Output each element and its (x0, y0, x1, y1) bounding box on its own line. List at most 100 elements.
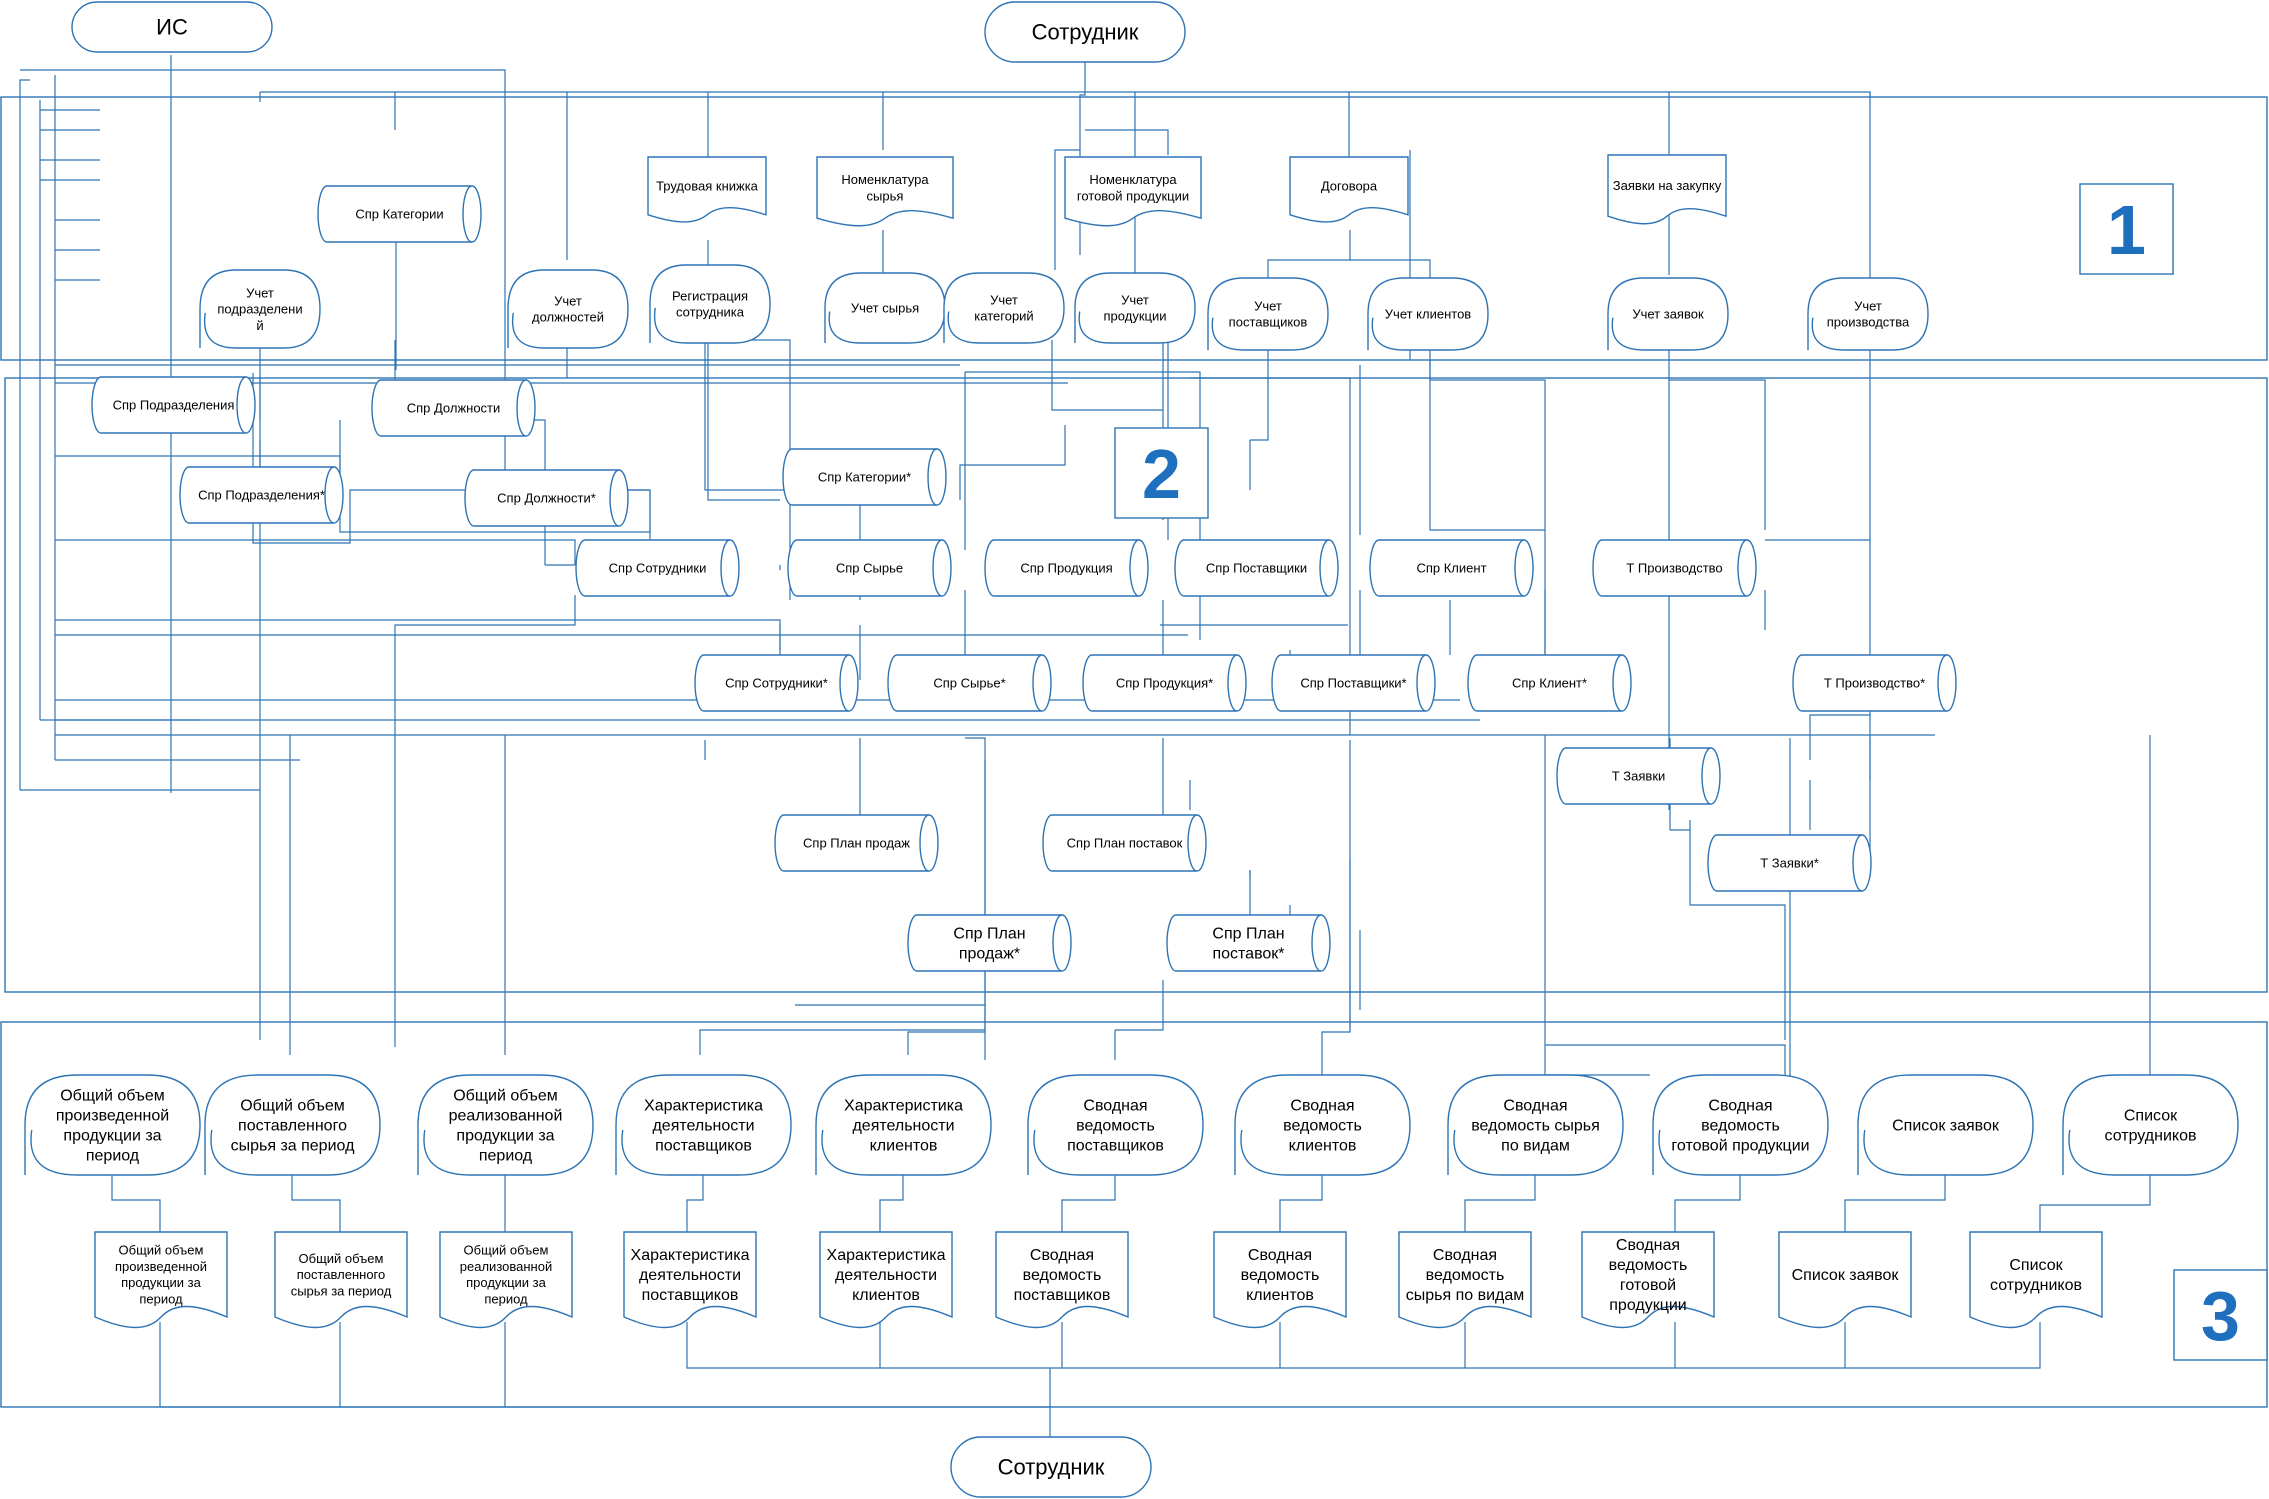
node-s_kat2[interactable]: Спр Категории* (782, 448, 947, 506)
node-d7-label-line: ведомость (1241, 1267, 1320, 1284)
node-t_zay2[interactable]: Т Заявки* (1707, 834, 1872, 892)
node-t_zay-label-line: Т Заявки (1612, 769, 1666, 784)
node-t_zay[interactable]: Т Заявки (1556, 747, 1721, 805)
node-s_post[interactable]: Спр Поставщики (1174, 539, 1339, 597)
connector-line (1669, 379, 1766, 530)
node-p_kat-label-line: категорий (974, 309, 1033, 324)
node-s_dolzh2-label-line: Спр Должности* (497, 491, 596, 506)
node-r11-label-line: сотрудников (2105, 1128, 2197, 1145)
node-s_kl[interactable]: Спр Клиент (1369, 539, 1534, 597)
node-s_plan_post-label-line: Спр План поставок (1067, 836, 1183, 851)
node-doc_dogovor[interactable]: Договора (1289, 156, 1409, 223)
node-s_plan_post-cylinder-edge (1187, 814, 1198, 872)
node-d1-label-line: период (139, 1291, 183, 1306)
node-s_raw2[interactable]: Спр Сырье* (887, 654, 1052, 712)
node-d8-label-line: ведомость (1426, 1267, 1505, 1284)
node-s_plan_pr[interactable]: Спр План продаж (774, 814, 939, 872)
node-t_proizv[interactable]: Т Производство (1592, 539, 1757, 597)
node-is[interactable]: ИС (71, 1, 273, 53)
node-db_kat_top[interactable]: Спр Категории (317, 185, 482, 243)
node-s_dolzh[interactable]: Спр Должности (371, 379, 536, 437)
node-s_sotr2[interactable]: Спр Сотрудники* (694, 654, 859, 712)
connector-line (291, 1172, 341, 1232)
node-r6-shape (1027, 1074, 1204, 1176)
node-d3-label-line: период (484, 1291, 528, 1306)
node-s_podr[interactable]: Спр Подразделения (91, 376, 256, 434)
node-s_podr2[interactable]: Спр Подразделения* (179, 466, 344, 524)
node-s_plan_post[interactable]: Спр План поставок (1042, 814, 1207, 872)
node-s_sotr-cylinder-edge (720, 539, 731, 597)
node-doc_nom_prod-label-line: готовой продукции (1077, 188, 1189, 203)
node-s_podr-cylinder-edge (236, 376, 247, 434)
node-emp_top[interactable]: Сотрудник (984, 1, 1186, 63)
node-r3-label-line: продукции за (456, 1128, 554, 1145)
node-s_kl2[interactable]: Спр Клиент* (1467, 654, 1632, 712)
node-d4-label-line: деятельности (639, 1267, 741, 1284)
node-r9-label-line: ведомость (1701, 1118, 1780, 1135)
node-s_prod2[interactable]: Спр Продукция* (1082, 654, 1247, 712)
node-d10[interactable]: Список заявок (1778, 1231, 1912, 1329)
node-s_raw[interactable]: Спр Сырье (787, 539, 952, 597)
node-t_proizv2[interactable]: Т Производство* (1792, 654, 1957, 712)
node-d11-label-line: Список (2009, 1257, 2063, 1274)
node-p_zay[interactable]: Учет заявок (1607, 277, 1729, 351)
zone-3-label: 3 (2201, 1277, 2240, 1355)
node-r4-label-line: Характеристика (644, 1098, 763, 1115)
node-doc_trud[interactable]: Трудовая книжка (647, 156, 767, 223)
node-d3-label-line: реализованной (460, 1259, 552, 1274)
node-s_post2[interactable]: Спр Поставщики* (1271, 654, 1436, 712)
node-r8-label-line: по видам (1501, 1138, 1570, 1155)
node-p_kl[interactable]: Учет клиентов (1367, 277, 1489, 351)
node-t_proizv2-cylinder-edge (1937, 654, 1948, 712)
node-d1-shape (94, 1231, 228, 1329)
node-r8-label-line: Сводная (1503, 1098, 1567, 1115)
node-emp_bot[interactable]: Сотрудник (950, 1436, 1152, 1498)
node-s_plan_pr2-label-line: Спр План (953, 926, 1025, 943)
node-p_raw[interactable]: Учет сырья (824, 272, 946, 344)
node-doc_nom_raw-shape (816, 156, 954, 227)
node-s_dolzh2[interactable]: Спр Должности* (464, 469, 629, 527)
connector-line (1844, 1172, 1946, 1232)
node-r10[interactable]: Список заявок (1857, 1074, 2034, 1176)
node-r7-label-line: Сводная (1290, 1098, 1354, 1115)
node-d5-label-line: Характеристика (827, 1247, 946, 1264)
node-s_sotr[interactable]: Спр Сотрудники (575, 539, 740, 597)
node-s_prod[interactable]: Спр Продукция (984, 539, 1149, 597)
node-doc_zayavki[interactable]: Заявки на закупку (1607, 154, 1727, 225)
node-r3-label-line: период (479, 1148, 533, 1165)
node-s_raw-label-line: Спр Сырье (836, 561, 903, 576)
node-d9-shape (1581, 1231, 1715, 1329)
connector-line (1190, 377, 1351, 735)
